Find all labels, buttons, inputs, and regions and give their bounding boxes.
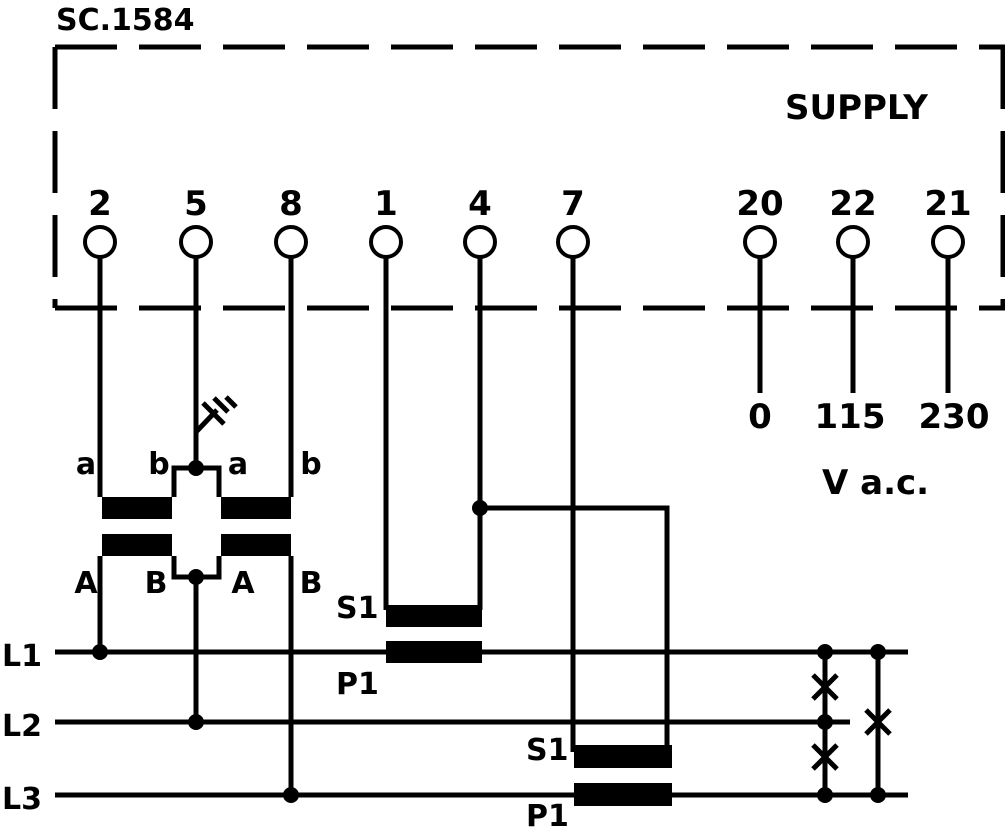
vt1-primary-winding xyxy=(102,534,172,556)
terminal-number-1: 1 xyxy=(374,184,398,224)
terminal-number-20: 20 xyxy=(736,184,783,224)
ct1-secondary-winding xyxy=(386,605,482,627)
ct1-s1-label: S1 xyxy=(336,591,378,626)
ct2-s1-label: S1 xyxy=(526,733,568,768)
line-label-l1: L1 xyxy=(2,639,42,674)
vt1-secondary-a-label: a xyxy=(76,447,96,482)
supply-voltage-115: 115 xyxy=(815,397,886,437)
vt2-primary-winding xyxy=(221,534,291,556)
ct2-secondary-winding xyxy=(574,745,672,768)
line-label-l2: L2 xyxy=(2,709,42,744)
vt1-primary-B-label: B xyxy=(145,566,168,601)
terminal-number-8: 8 xyxy=(279,184,303,224)
link-crosses xyxy=(811,673,892,771)
terminal-number-5: 5 xyxy=(184,184,208,224)
terminal-number-7: 7 xyxy=(561,184,585,224)
ct1-primary-winding xyxy=(386,641,482,663)
line-label-l3: L3 xyxy=(2,782,42,817)
ct1-p1-label: P1 xyxy=(336,667,379,702)
terminal-number-22: 22 xyxy=(829,184,876,224)
model-number: SC.1584 xyxy=(56,3,195,38)
terminal-number-21: 21 xyxy=(924,184,971,224)
terminal-8 xyxy=(274,225,308,259)
supply-voltage-0: 0 xyxy=(748,397,772,437)
transformer-windings xyxy=(102,497,672,806)
terminal-circles xyxy=(83,225,965,259)
terminal-number-4: 4 xyxy=(468,184,492,224)
terminal-1 xyxy=(369,225,403,259)
vt2-secondary-a-label: a xyxy=(228,447,248,482)
supply-label: SUPPLY xyxy=(785,88,928,128)
terminal-21 xyxy=(931,225,965,259)
terminal-numbers: 2 5 8 1 4 7 20 22 21 xyxy=(88,184,972,224)
vt1-primary-A-label: A xyxy=(74,566,98,601)
ct2-primary-winding xyxy=(574,783,672,806)
supply-voltage-230: 230 xyxy=(919,397,990,437)
vt1-secondary-winding xyxy=(102,497,172,519)
vt2-secondary-winding xyxy=(221,497,291,519)
ct2-p1-label: P1 xyxy=(526,799,569,831)
vt1-secondary-b-label: b xyxy=(148,447,169,482)
wires xyxy=(55,257,951,798)
terminal-20 xyxy=(743,225,777,259)
terminal-number-2: 2 xyxy=(88,184,112,224)
instrument-enclosure xyxy=(52,44,1005,311)
junction-dots xyxy=(92,460,886,803)
terminal-22 xyxy=(836,225,870,259)
vt2-primary-A-label: A xyxy=(231,566,255,601)
terminal-2 xyxy=(83,225,117,259)
vt2-primary-B-label: B xyxy=(300,566,323,601)
vt2-secondary-b-label: b xyxy=(300,447,321,482)
voltage-unit-label: V a.c. xyxy=(822,463,929,503)
terminal-4 xyxy=(463,225,497,259)
terminal-7 xyxy=(556,225,590,259)
terminal-5 xyxy=(179,225,213,259)
